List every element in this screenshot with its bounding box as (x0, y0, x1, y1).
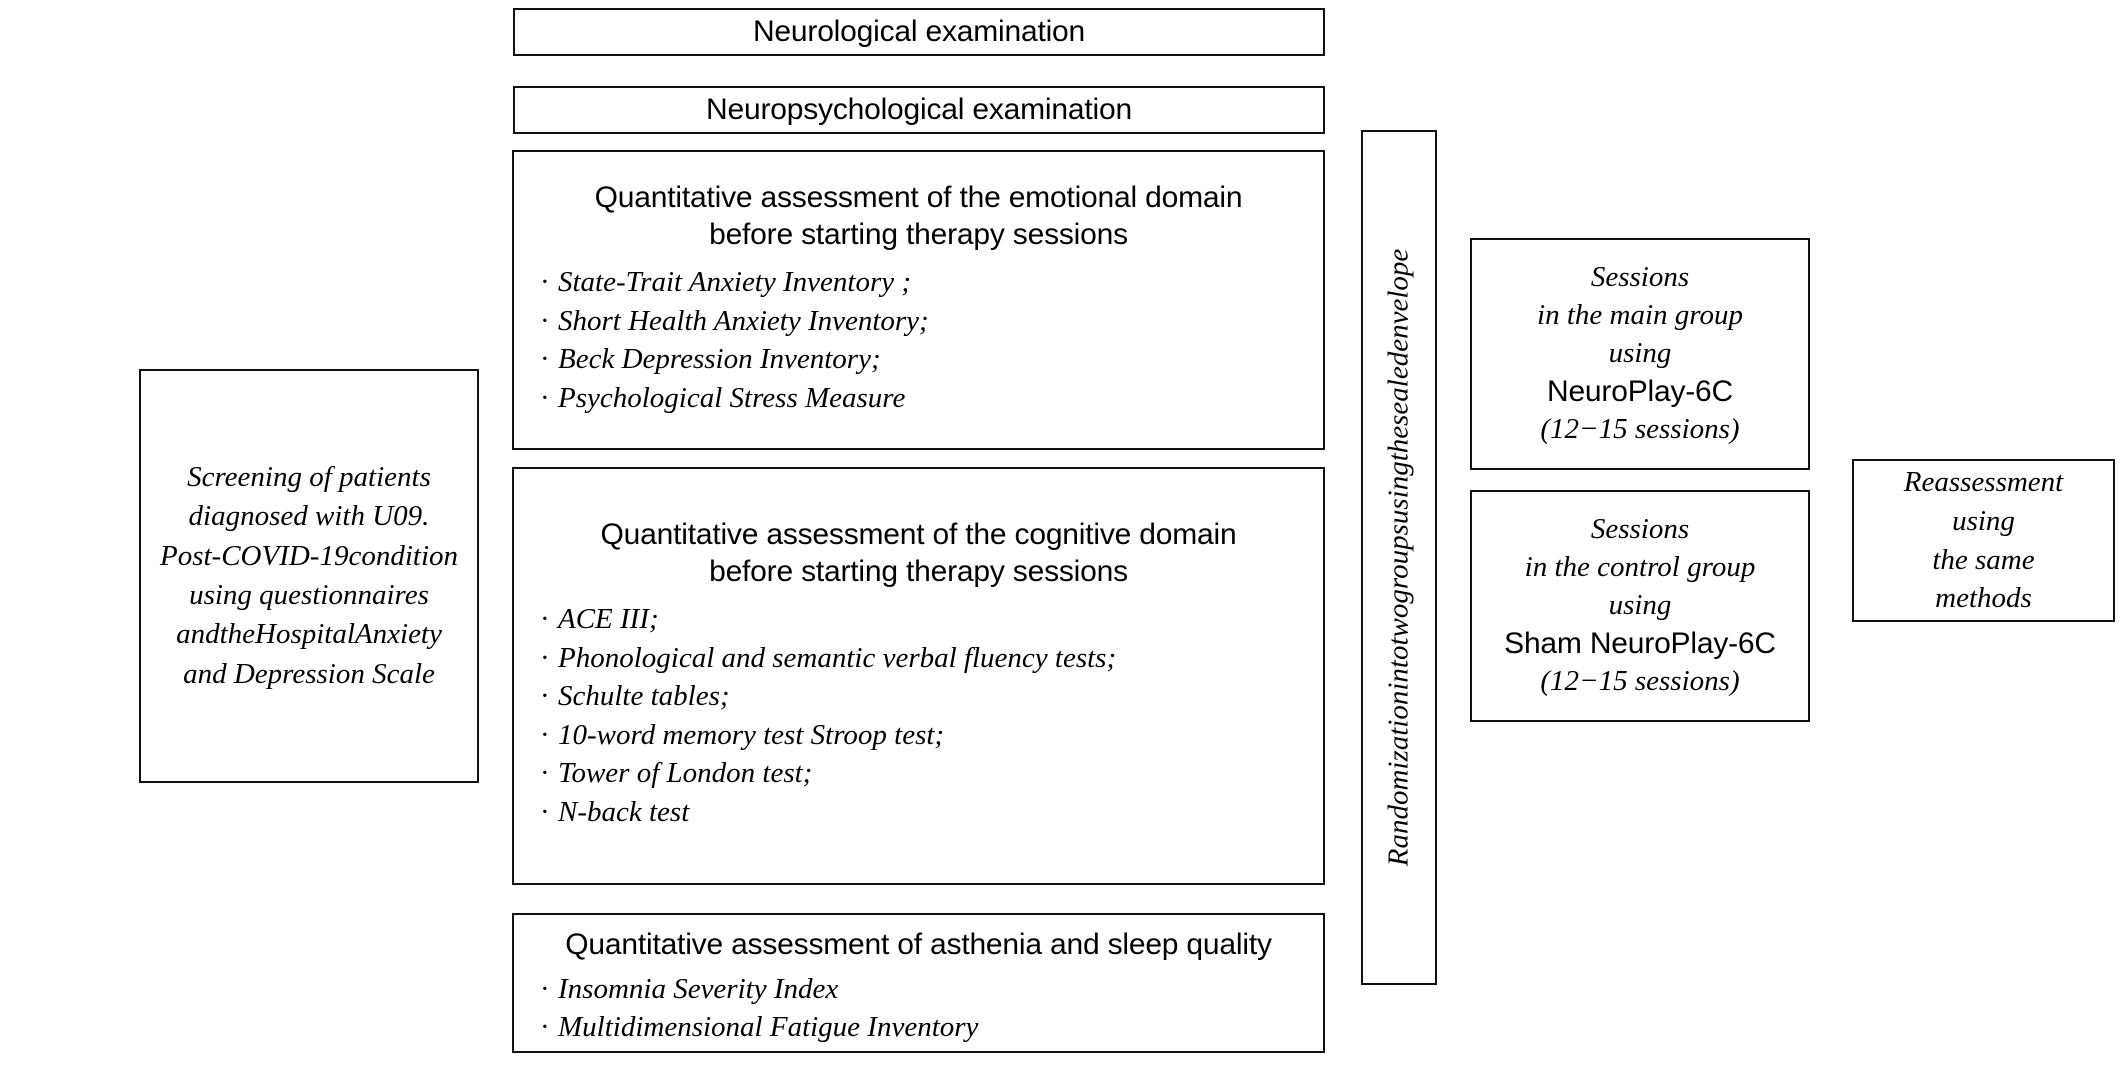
list-item-label: Beck Depression Inventory; (558, 343, 881, 376)
screening-text: Screening of patients diagnosed with U09… (160, 458, 458, 695)
control-group-device: Sham NeuroPlay-6C (1504, 627, 1776, 661)
list-item: ·10-word memory test Stroop test; (540, 716, 1323, 755)
cognitive-domain-assessment-box: Quantitative assessment of the cognitive… (512, 467, 1325, 885)
emotional-heading-line-2: before starting therapy sessions (709, 217, 1128, 251)
list-item-label: Insomnia Severity Index (558, 972, 839, 1005)
emotional-domain-assessment-box: Quantitative assessment of the emotional… (512, 150, 1325, 450)
randomization-label: Randomizationintotwogroupsusingthesealed… (1382, 248, 1415, 867)
bullet-icon: · (540, 757, 550, 790)
emotional-heading-line-1: Quantitative assessment of the emotional… (594, 181, 1243, 214)
list-item-label: Short Health Anxiety Inventory; (558, 304, 929, 337)
bullet-icon: · (540, 796, 550, 828)
list-item-label: Multidimensional Fatigue Inventory (558, 1011, 979, 1044)
bullet-icon: · (540, 972, 550, 1005)
neuropsychological-examination-box: Neuropsychological examination (513, 86, 1325, 134)
list-item: ·Psychological Stress Measure (540, 379, 1323, 418)
list-item: ·Tower of London test; (540, 754, 1323, 793)
asthenia-heading: Quantitative assessment of asthenia and … (514, 927, 1323, 964)
asthenia-heading-line-1: Quantitative assessment of asthenia and … (565, 928, 1272, 961)
control-group-text: Sessions in the control group using Sham… (1504, 511, 1776, 701)
list-item: ·Multidimensional Fatigue Inventory (540, 1008, 1323, 1047)
bullet-icon: · (540, 641, 550, 674)
cognitive-item-list: ·ACE III; ·Phonological and semantic ver… (514, 600, 1323, 831)
bullet-icon: · (540, 266, 550, 299)
list-item: ·Phonological and semantic verbal fluenc… (540, 639, 1323, 678)
randomization-box: Randomizationintotwogroupsusingthesealed… (1361, 130, 1437, 985)
reassessment-line-2: using (1952, 504, 2015, 537)
screening-line-3: Post-COVID-19condition (159, 539, 458, 572)
neurological-examination-box: Neurological examination (513, 8, 1325, 56)
bullet-icon: · (540, 603, 550, 636)
neuropsychological-examination-label: Neuropsychological examination (706, 92, 1132, 126)
bullet-icon: · (540, 381, 550, 414)
bullet-icon: · (540, 304, 550, 337)
list-item-label: Schulte tables; (558, 680, 730, 713)
list-item-label: Psychological Stress Measure (558, 381, 906, 414)
screening-line-2: diagnosed with U09. (188, 500, 430, 533)
list-item: ·N-back test (540, 793, 1323, 832)
main-group-line-2: in the main group (1537, 298, 1743, 331)
bullet-icon: · (540, 1011, 550, 1044)
screening-line-4: using questionnaires (189, 579, 429, 611)
control-group-line-1: Sessions (1590, 513, 1690, 546)
asthenia-item-list: ·Insomnia Severity Index ·Multidimension… (514, 970, 1323, 1047)
reassessment-text: Reassessment using the same methods (1904, 463, 2063, 617)
cognitive-heading-line-2: before starting therapy sessions (709, 554, 1128, 588)
list-item: ·Short Health Anxiety Inventory; (540, 302, 1323, 341)
main-group-sessions-box: Sessions in the main group using NeuroPl… (1470, 238, 1810, 470)
list-item-label: 10-word memory test Stroop test; (558, 718, 945, 751)
list-item: ·Insomnia Severity Index (540, 970, 1323, 1009)
screening-line-1: Screening of patients (187, 460, 431, 493)
screening-box: Screening of patients diagnosed with U09… (139, 369, 479, 783)
emotional-heading: Quantitative assessment of the emotional… (514, 180, 1323, 253)
list-item-label: State-Trait Anxiety Inventory ; (558, 266, 912, 299)
list-item: ·State-Trait Anxiety Inventory ; (540, 263, 1323, 302)
reassessment-line-1: Reassessment (1903, 466, 2064, 499)
reassessment-line-3: the same (1932, 543, 2035, 576)
control-group-line-3: using (1608, 588, 1672, 621)
main-group-device: NeuroPlay-6C (1546, 375, 1733, 409)
control-group-sessions-box: Sessions in the control group using Sham… (1470, 490, 1810, 722)
screening-line-6: and Depression Scale (183, 657, 435, 690)
list-item: ·ACE III; (540, 600, 1323, 639)
emotional-item-list: ·State-Trait Anxiety Inventory ; ·Short … (514, 263, 1323, 417)
reassessment-box: Reassessment using the same methods (1852, 459, 2115, 622)
main-group-text: Sessions in the main group using NeuroPl… (1537, 259, 1743, 449)
cognitive-heading: Quantitative assessment of the cognitive… (514, 517, 1323, 590)
reassessment-line-4: methods (1935, 582, 2032, 615)
main-group-line-1: Sessions (1590, 261, 1690, 294)
asthenia-sleep-assessment-box: Quantitative assessment of asthenia and … (512, 913, 1325, 1053)
bullet-icon: · (540, 718, 550, 751)
control-group-session-count: (12−15 sessions) (1540, 665, 1740, 698)
list-item: ·Beck Depression Inventory; (540, 340, 1323, 379)
list-item-label: N-back test (558, 796, 690, 828)
neurological-examination-label: Neurological examination (752, 14, 1086, 48)
control-group-line-2: in the control group (1524, 550, 1756, 583)
main-group-session-count: (12−15 sessions) (1540, 413, 1740, 446)
list-item-label: Phonological and semantic verbal fluency… (558, 641, 1117, 674)
list-item-label: ACE III; (558, 603, 659, 636)
bullet-icon: · (540, 343, 550, 376)
list-item: ·Schulte tables; (540, 677, 1323, 716)
bullet-icon: · (540, 680, 550, 713)
cognitive-heading-line-1: Quantitative assessment of the cognitive… (600, 518, 1237, 551)
main-group-line-3: using (1608, 336, 1672, 369)
list-item-label: Tower of London test; (558, 757, 813, 790)
screening-line-5: andtheHospitalAnxiety (176, 618, 442, 651)
